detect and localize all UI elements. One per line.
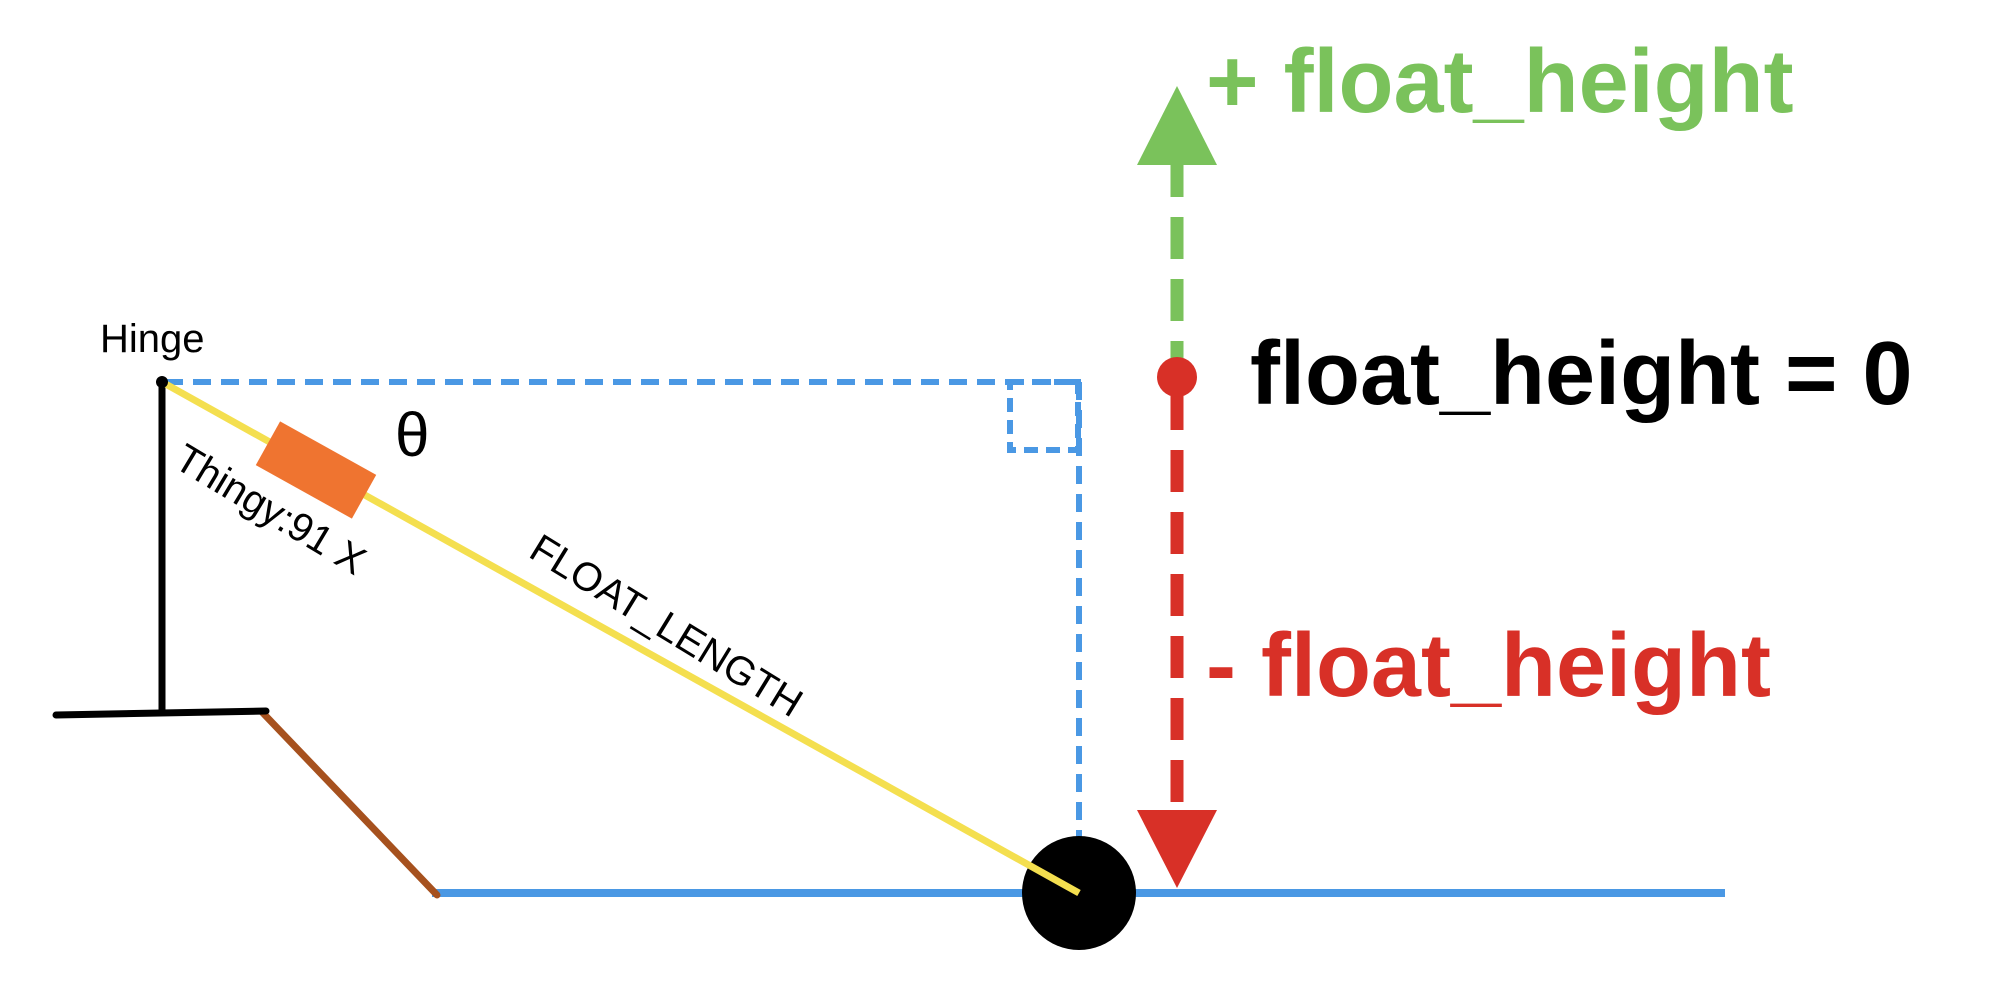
- float-length-label: FLOAT_LENGTH: [522, 526, 810, 726]
- hinge-pivot: [156, 376, 168, 388]
- positive-arrow-head: [1137, 86, 1217, 165]
- negative-arrow-head: [1137, 810, 1217, 888]
- plus-float-height-label: + float_height: [1206, 32, 1794, 132]
- zero-level-point: [1157, 357, 1197, 397]
- float-height-zero-label: float_height = 0: [1250, 324, 1913, 424]
- right-angle-marker: [1007, 379, 1081, 453]
- bank-slope: [258, 708, 441, 899]
- minus-float-height-label: - float_height: [1206, 616, 1771, 716]
- hinge-label: Hinge: [100, 317, 205, 361]
- thingy-device: [255, 421, 377, 519]
- ground-base: [52, 707, 270, 719]
- theta-label: θ: [395, 401, 429, 470]
